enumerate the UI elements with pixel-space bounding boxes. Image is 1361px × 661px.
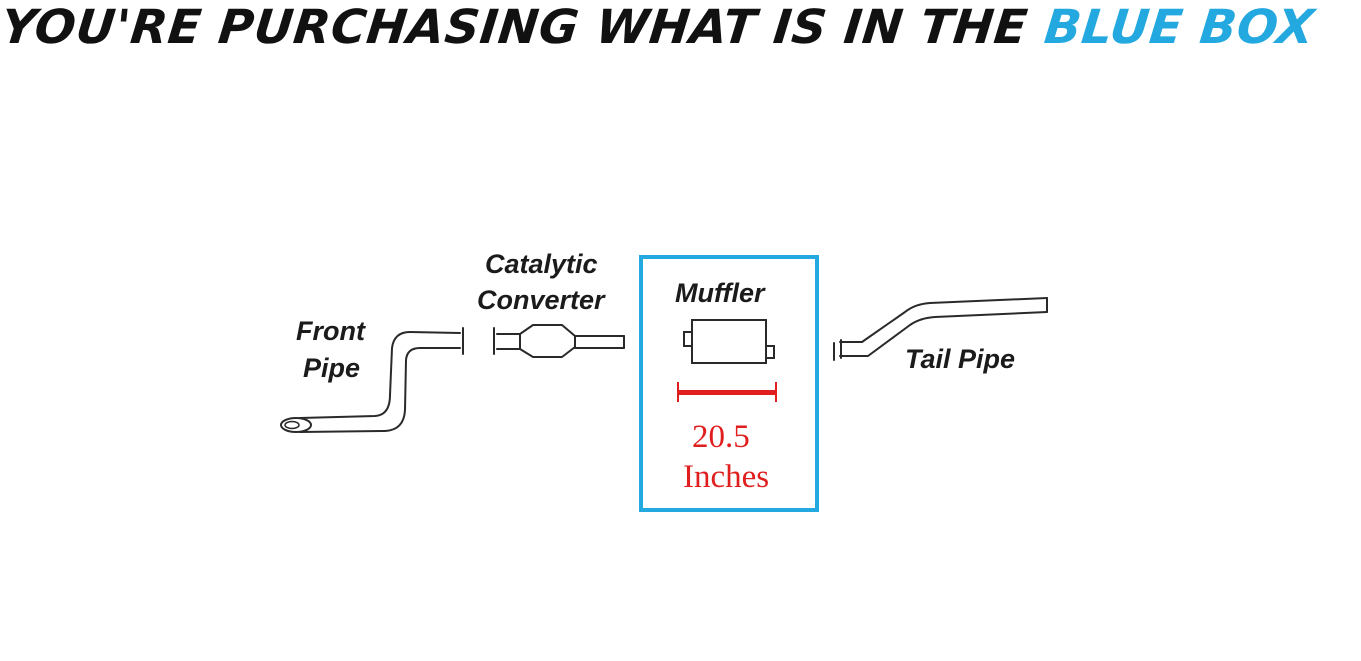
front-pipe-label-line1: Front [296,316,366,346]
measurement-unit: Inches [683,459,769,495]
tail-pipe [833,297,1048,361]
measurement-bar [677,382,777,402]
blue-highlight-box [639,255,819,512]
tail-pipe-label: Tail Pipe [905,344,1015,374]
muffler-label: Muffler [675,278,766,308]
catalytic-label-line1: Catalytic [485,249,598,279]
catalytic-converter [493,324,625,358]
measurement-value: 20.5 [692,419,750,455]
catalytic-label-line2: Converter [477,285,606,315]
front-pipe [280,327,464,433]
front-pipe-label-line2: Pipe [303,353,360,383]
muffler [683,319,775,364]
